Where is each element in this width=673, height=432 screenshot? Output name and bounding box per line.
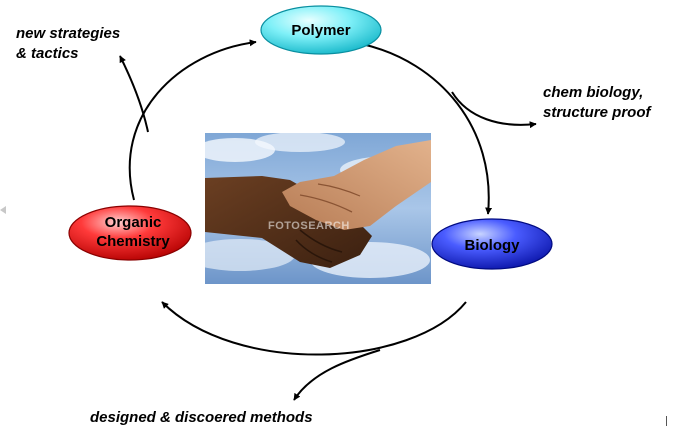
arrow-polymer-to-biology bbox=[361, 43, 493, 215]
node-polymer: Polymer bbox=[260, 5, 382, 55]
node-organic-label-line2: Chemistry bbox=[96, 233, 170, 250]
node-organic-chemistry: Organic Chemistry bbox=[68, 205, 192, 261]
photo-watermark: FOTOSEARCH bbox=[268, 220, 350, 232]
node-biology: Biology bbox=[431, 218, 553, 270]
handshake-photo: FOTOSEARCH bbox=[205, 133, 431, 284]
arrow-branch-designed-methods bbox=[293, 349, 381, 401]
arrow-branch-new-strategies bbox=[119, 55, 149, 133]
annotation-chem-biology: chem biology, structure proof bbox=[543, 84, 653, 121]
annotation-new-strategies-line1: new strategies bbox=[16, 25, 120, 42]
slide-cursor-mark bbox=[666, 416, 667, 426]
slide-edge-marker bbox=[0, 206, 6, 214]
node-biology-label: Biology bbox=[465, 237, 521, 254]
arrow-organic-to-polymer bbox=[128, 39, 257, 201]
node-organic-label-line1: Organic bbox=[105, 214, 162, 231]
node-polymer-label: Polymer bbox=[291, 22, 350, 39]
annotation-chem-biology-line1: chem biology, bbox=[543, 84, 643, 101]
annotation-new-strategies-line2: & tactics bbox=[16, 45, 79, 62]
annotation-chem-biology-line2: structure proof bbox=[543, 104, 653, 121]
annotation-new-strategies: new strategies & tactics bbox=[16, 25, 120, 62]
annotation-designed-methods: designed & discoered methods bbox=[90, 409, 313, 426]
arrow-branch-chem-biology bbox=[451, 91, 537, 129]
arrow-biology-to-organic bbox=[161, 301, 467, 356]
